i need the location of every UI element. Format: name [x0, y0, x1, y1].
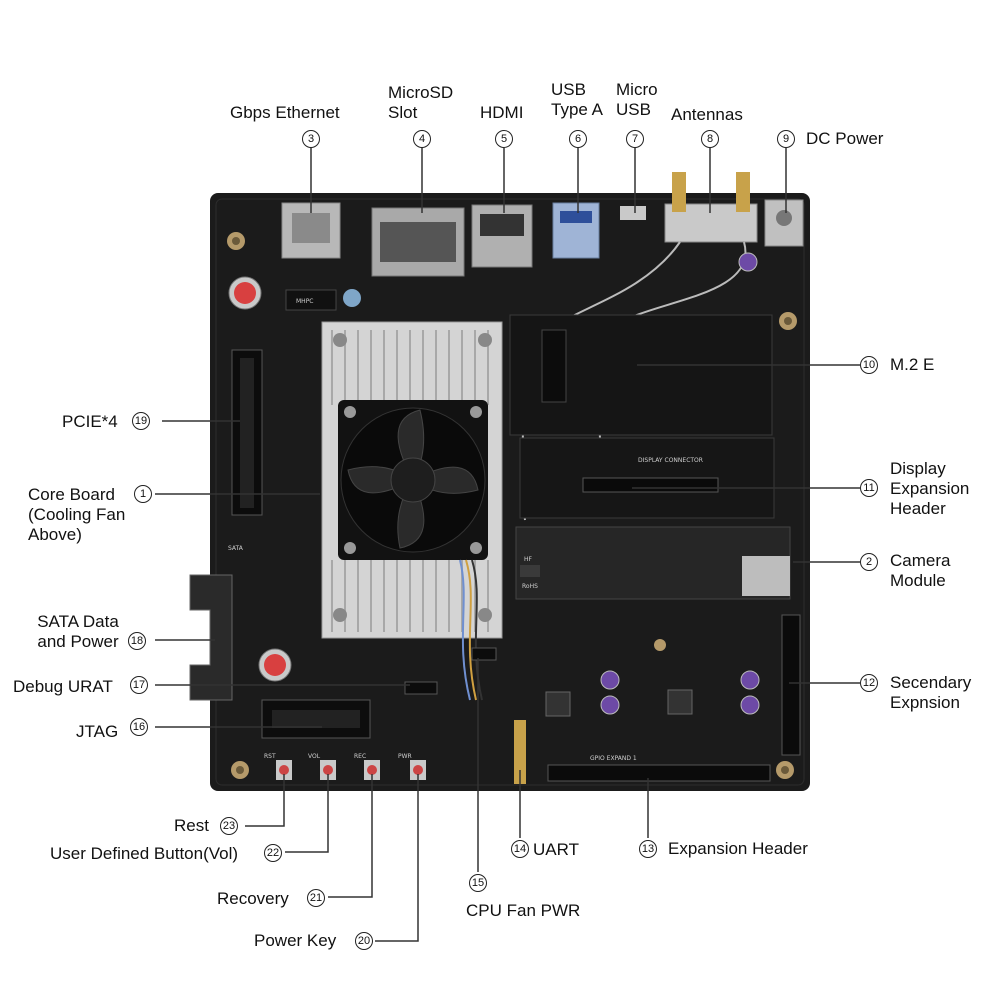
label-dc-power: DC Power	[806, 129, 883, 149]
antenna-connector	[736, 172, 750, 212]
label-core-board: Core Board (Cooling Fan Above)	[28, 485, 128, 545]
callout-number-16: 16	[130, 718, 148, 736]
label-display-expansion-header: Display Expansion Header	[890, 459, 990, 519]
rec-silk: REC	[354, 753, 366, 760]
callout-number-5: 5	[495, 130, 513, 148]
callout-number-20: 20	[355, 932, 373, 950]
callout-number-23: 23	[220, 817, 238, 835]
label-antennas: Antennas	[671, 105, 743, 125]
callout-number-3: 3	[302, 130, 320, 148]
sata-silk: SATA	[228, 545, 244, 552]
label-gbps-ethernet: Gbps Ethernet	[230, 103, 340, 123]
label-usb-type-a: USB Type A	[551, 80, 615, 120]
callout-number-11: 11	[860, 479, 878, 497]
callout-number-8: 8	[701, 130, 719, 148]
display-connector-silk: DISPLAY CONNECTOR	[638, 457, 703, 464]
callout-number-14: 14	[511, 840, 529, 858]
debug-header	[405, 682, 437, 694]
callout-number-13: 13	[639, 840, 657, 858]
callout-number-9: 9	[777, 130, 795, 148]
vol-silk: VOL	[308, 753, 321, 760]
callout-number-4: 4	[413, 130, 431, 148]
hf-silk: HF	[524, 556, 533, 563]
label-secendary-expnsion: Secendary Expnsion	[890, 673, 990, 713]
gpio-silk: GPIO EXPAND 1	[590, 755, 637, 762]
callout-number-12: 12	[860, 674, 878, 692]
callout-number-21: 21	[307, 889, 325, 907]
callout-number-6: 6	[569, 130, 587, 148]
callout-number-15: 15	[469, 874, 487, 892]
label-hdmi: HDMI	[480, 103, 523, 123]
m2-e-slot	[542, 330, 566, 402]
callout-number-2: 2	[860, 553, 878, 571]
label-power-key: Power Key	[254, 931, 336, 951]
label-uart: UART	[533, 840, 579, 860]
label-cpu-fan-pwr: CPU Fan PWR	[466, 901, 580, 921]
label-sata-data-and-power: SATA Data and Power	[30, 612, 126, 652]
expansion-header	[548, 765, 770, 781]
callout-number-1: 1	[134, 485, 152, 503]
antenna-connector	[672, 172, 686, 212]
rst-silk: RST	[264, 753, 276, 760]
rohs-silk: RoHS	[522, 583, 538, 590]
label-pcie4: PCIE*4	[62, 412, 118, 432]
pwr-silk: PWR	[398, 753, 412, 760]
label-expansion-header: Expansion Header	[668, 839, 808, 859]
label-micro-usb: Micro USB	[616, 80, 668, 120]
callout-number-17: 17	[130, 676, 148, 694]
mhpc-silk: MHPC	[296, 298, 314, 305]
label-recovery: Recovery	[217, 889, 289, 909]
fan-pwr-header	[472, 648, 496, 660]
callout-number-18: 18	[128, 632, 146, 650]
callout-number-19: 19	[132, 412, 150, 430]
micro-usb-port	[620, 206, 646, 220]
label-microsd-slot: MicroSD Slot	[388, 83, 468, 123]
label-camera-module: Camera Module	[890, 551, 960, 591]
label-m2-e: M.2 E	[890, 355, 934, 375]
callout-number-10: 10	[860, 356, 878, 374]
display-expansion-header	[583, 478, 718, 492]
label-user-defined-button: User Defined Button(Vol)	[50, 844, 238, 864]
callout-number-22: 22	[264, 844, 282, 862]
label-debug-urat: Debug URAT	[13, 677, 113, 697]
callout-number-7: 7	[626, 130, 644, 148]
secondary-expansion-header	[782, 615, 800, 755]
sata-connector	[190, 575, 232, 700]
label-jtag: JTAG	[76, 722, 118, 742]
label-rest: Rest	[174, 816, 209, 836]
